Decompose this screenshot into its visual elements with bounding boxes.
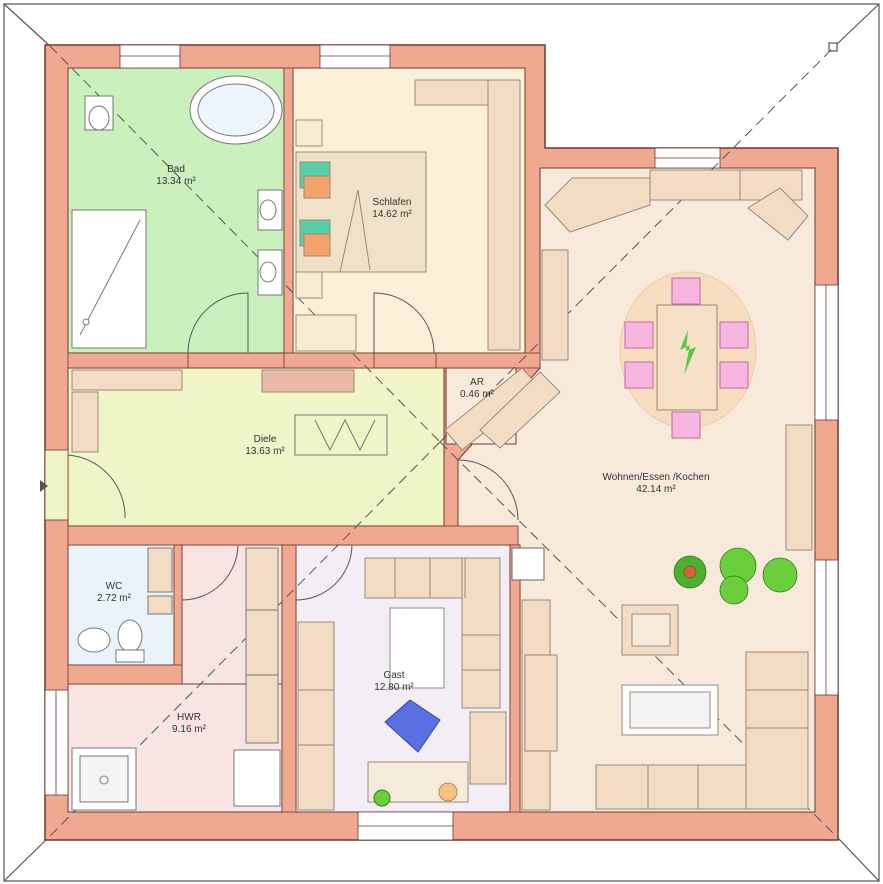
room-label-hwr: HWR 9.16 m²: [172, 712, 206, 736]
room-label-schlafen: Schlafen 14.62 m²: [372, 197, 411, 221]
plants: [673, 547, 798, 605]
windows: [44, 44, 839, 841]
entrance-arrow: [40, 480, 48, 492]
gast-sofa-side: [461, 557, 501, 709]
wc-fixtures: [77, 547, 173, 663]
nightstand-1: [295, 119, 323, 147]
roof-outline: [3, 3, 880, 882]
wc-toilet: [117, 619, 143, 653]
sofa-right: [745, 651, 809, 810]
room-name: AR: [470, 377, 484, 388]
chair: [719, 321, 749, 349]
gast-shelf: [297, 621, 335, 811]
room-name: WC: [105, 581, 123, 592]
chair: [624, 321, 654, 349]
chair: [719, 361, 749, 389]
room-name: Gast: [383, 670, 405, 681]
room-area: 42.14 m²: [636, 484, 676, 495]
hwr-fixtures: [71, 547, 281, 811]
chair: [671, 411, 701, 439]
diele-bench: [261, 369, 355, 393]
room-name: Diele: [253, 434, 277, 445]
room-area: 13.63 m²: [245, 446, 285, 457]
room-area: 9.16 m²: [172, 724, 206, 735]
wc-basin: [77, 627, 111, 653]
room-label-wohnen: Wohnen/Essen /Kochen 42.14 m²: [602, 472, 709, 496]
room-name: Schlafen: [372, 197, 412, 208]
chair: [624, 361, 654, 389]
gast-table: [389, 607, 445, 689]
room-area: 0.46 m²: [460, 389, 494, 400]
room-area: 14.62 m²: [372, 209, 412, 220]
dining-table: [656, 304, 718, 411]
room-label-wc: WC 2.72 m²: [97, 581, 131, 605]
room-name: Wohnen/Essen /Kochen: [602, 472, 710, 483]
room-name: Bad: [167, 164, 185, 175]
room-name: HWR: [177, 712, 201, 723]
desk: [295, 314, 357, 352]
doors: [67, 292, 519, 601]
room-label-bad: Bad 13.34 m²: [156, 164, 195, 188]
kitchen: [511, 169, 809, 581]
gast-furniture: [297, 557, 507, 811]
sideboard: [785, 424, 813, 551]
stove: [511, 547, 545, 581]
room-label-ar: AR 0.46 m²: [460, 377, 494, 401]
chair: [671, 277, 701, 305]
room-area: 13.34 m²: [156, 176, 196, 187]
living-furniture: [521, 424, 813, 811]
bad-fixtures: [71, 75, 283, 349]
room-label-gast: Gast 12.80 m²: [374, 670, 413, 694]
diele-floor: [67, 367, 445, 527]
dining-area: [619, 271, 757, 439]
wardrobe-right: [487, 79, 521, 351]
blue-armchair: [384, 699, 441, 753]
ar-cabinet: [444, 367, 561, 451]
nightstand-2: [295, 271, 323, 299]
room-area: 12.80 m²: [374, 682, 414, 693]
washer: [233, 749, 281, 807]
room-label-diele: Diele 13.63 m²: [245, 434, 284, 458]
room-area: 2.72 m²: [97, 593, 131, 604]
schlafen-furniture: [295, 79, 521, 352]
diele-furniture: [71, 369, 388, 456]
inner-walls: [67, 67, 541, 813]
